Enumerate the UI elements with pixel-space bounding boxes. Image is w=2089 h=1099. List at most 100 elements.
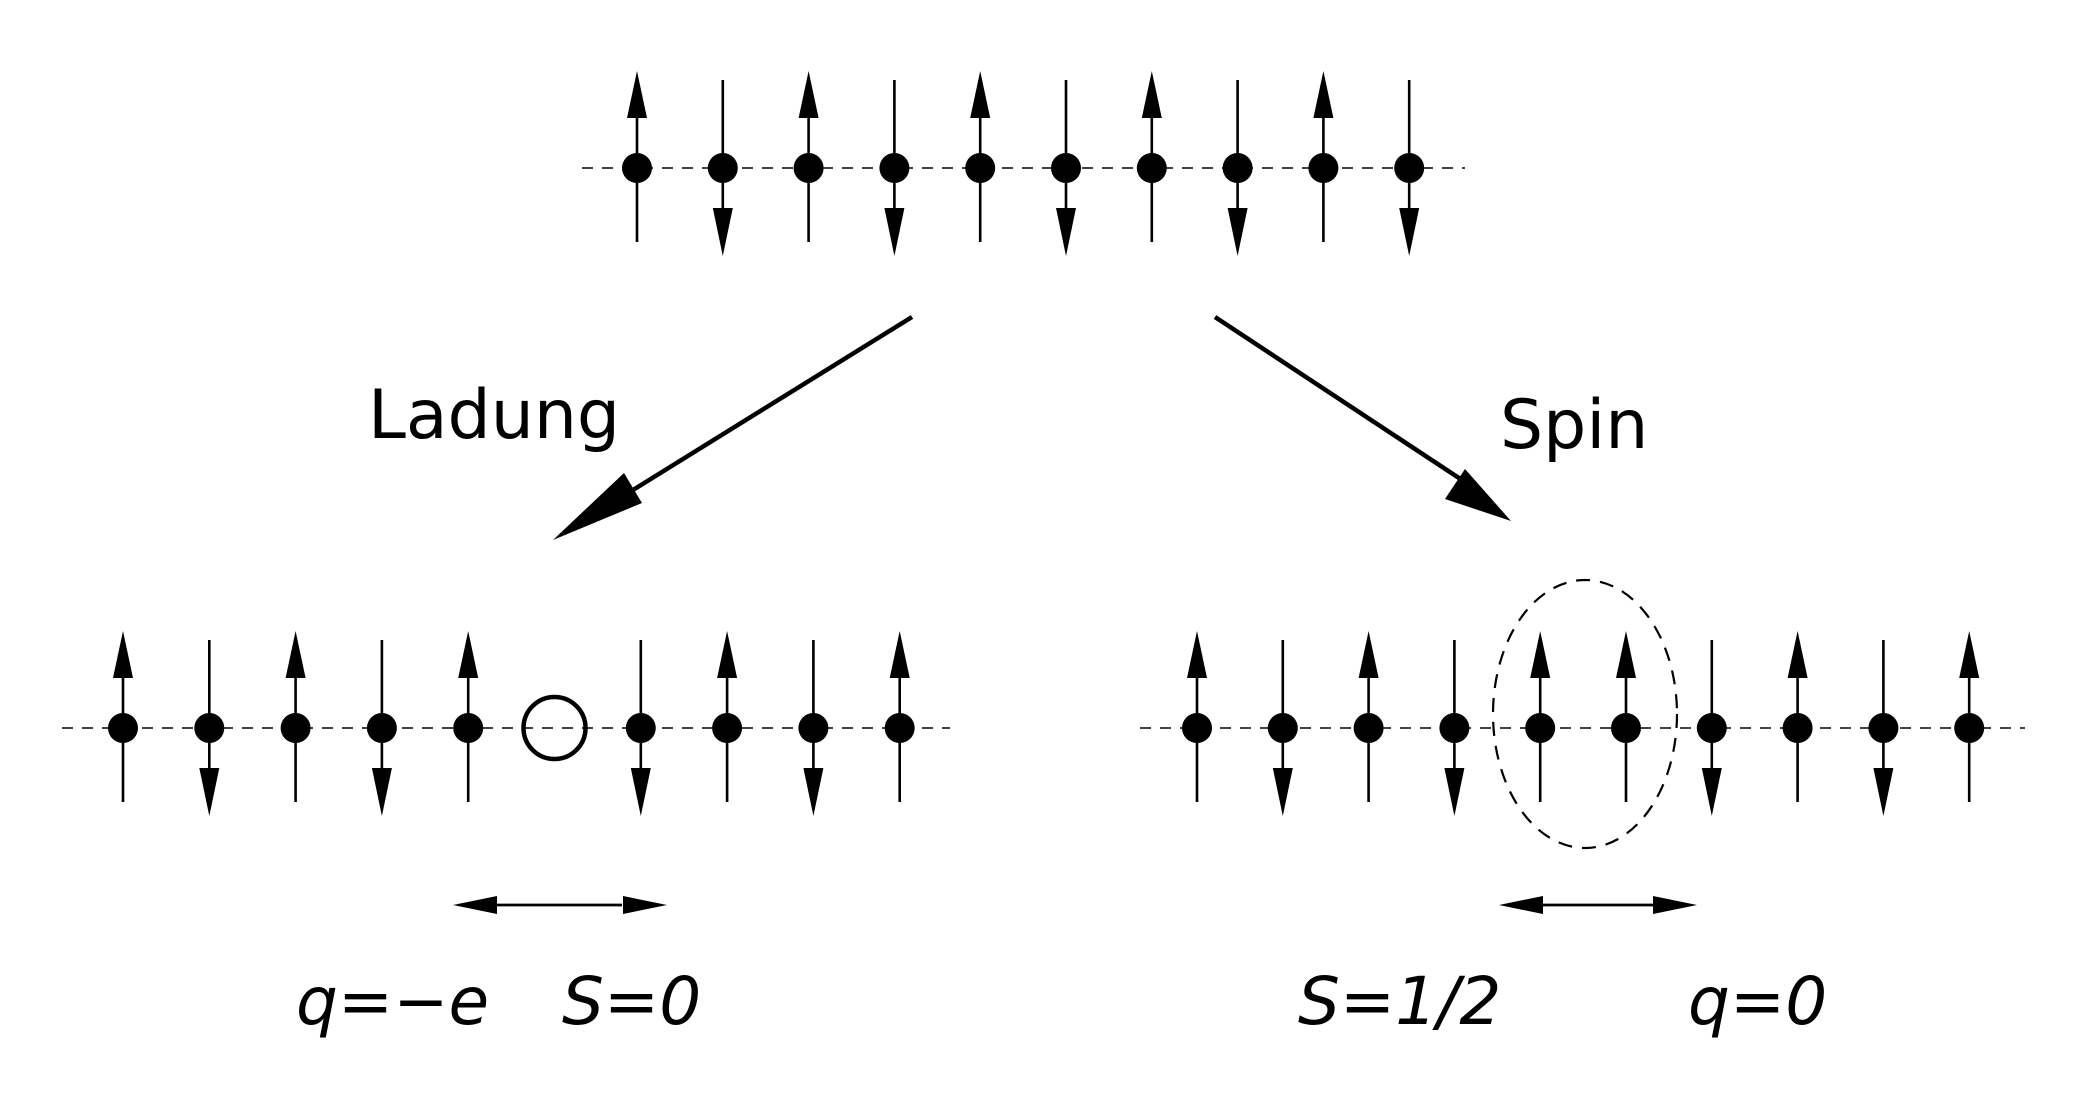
electron-site — [1267, 713, 1298, 743]
spin-up-arrowhead — [798, 71, 819, 118]
electron-site — [1308, 153, 1339, 183]
electron-site — [625, 713, 656, 743]
electron-site — [1439, 713, 1470, 743]
site-down — [1439, 640, 1470, 816]
spin-up-arrowhead — [627, 71, 647, 118]
spin-branch-label: Spin — [1500, 386, 1648, 465]
electron-site — [1696, 713, 1727, 743]
electron-site — [712, 713, 743, 743]
site-hole — [521, 694, 588, 762]
electron-site — [280, 713, 311, 743]
spin-up-arrowhead — [458, 631, 479, 678]
spin-down-arrowhead — [1056, 208, 1076, 256]
site-up — [280, 631, 311, 802]
spin-down-arrowhead — [371, 768, 392, 816]
spin-up-arrowhead — [113, 631, 133, 678]
site-up — [965, 71, 996, 242]
spin-down-arrowhead — [1873, 768, 1894, 816]
spin-down-arrowhead — [712, 208, 733, 256]
spin-down-arrowhead — [1399, 208, 1420, 256]
site-down — [194, 640, 225, 816]
electron-site — [1868, 713, 1899, 743]
electron-site — [798, 713, 829, 743]
site-down — [879, 80, 910, 256]
site-up — [1782, 631, 1813, 802]
site-up — [1525, 631, 1556, 802]
spin-up-arrowhead — [889, 631, 910, 678]
site-up — [1353, 631, 1384, 802]
electron-site — [108, 713, 138, 743]
site-up — [793, 71, 824, 242]
site-down — [1868, 640, 1899, 816]
holon-spin-label: S=0 — [562, 963, 701, 1040]
spin-up-arrowhead — [1141, 71, 1162, 118]
electron-site — [884, 713, 915, 743]
site-up — [1308, 71, 1339, 242]
charge-branch-label: Ladung — [368, 376, 620, 455]
site-up — [1954, 631, 1985, 802]
site-up — [1611, 631, 1641, 802]
site-up — [1136, 71, 1167, 242]
electron-site — [1954, 713, 1985, 743]
spin-down-arrowhead — [1272, 768, 1293, 816]
site-up — [453, 631, 484, 802]
site-down — [1222, 80, 1253, 256]
electron-site — [194, 713, 225, 743]
charge-branch-arrow — [553, 315, 914, 540]
spin-down-arrowhead — [803, 768, 824, 816]
site-up — [1182, 631, 1212, 802]
holon-chain — [62, 631, 950, 816]
spin-down-arrowhead — [1227, 208, 1248, 256]
electron-site — [622, 153, 652, 183]
spin-up-arrowhead — [1787, 631, 1808, 678]
electron-site — [1353, 713, 1384, 743]
electron-site — [1525, 713, 1556, 743]
electron-site — [1394, 153, 1425, 183]
spin-down-arrowhead — [1701, 768, 1722, 816]
antiferromagnetic-chain-top — [582, 71, 1465, 256]
site-down — [366, 640, 397, 816]
spinon-spin-label: S=1/2 — [1298, 963, 1501, 1040]
spin-down-arrowhead — [1444, 768, 1465, 816]
holon-motion-arrow — [453, 896, 667, 914]
electron-site — [366, 713, 397, 743]
electron-site — [965, 153, 996, 183]
site-up — [108, 631, 138, 802]
site-down — [798, 640, 829, 816]
electron-site — [879, 153, 910, 183]
electron-site — [707, 153, 738, 183]
spin-up-arrowhead — [1358, 631, 1379, 678]
spin-down-arrowhead — [630, 768, 651, 816]
spin-up-arrowhead — [1616, 631, 1636, 678]
site-up — [622, 71, 652, 242]
electron-site — [1782, 713, 1813, 743]
domain-wall-ellipse — [1491, 578, 1679, 850]
spin-up-arrowhead — [1313, 71, 1334, 118]
spinon-chain — [1140, 578, 2025, 850]
spin-branch-arrow — [1213, 315, 1511, 521]
electron-site — [1222, 153, 1253, 183]
hole-site — [521, 694, 588, 762]
electron-site — [1051, 153, 1081, 183]
site-down — [1394, 80, 1425, 256]
electron-site — [453, 713, 484, 743]
spin-up-arrowhead — [1187, 631, 1207, 678]
site-down — [1267, 640, 1298, 816]
spinon-charge-label: q=0 — [1688, 963, 1827, 1040]
spin-up-arrowhead — [970, 71, 991, 118]
electron-site — [1182, 713, 1212, 743]
site-down — [1051, 80, 1081, 256]
spin-up-arrowhead — [717, 631, 738, 678]
spin-up-arrowhead — [1959, 631, 1980, 678]
electron-site — [1611, 713, 1641, 743]
spin-up-arrowhead — [1530, 631, 1551, 678]
spinon-motion-arrow — [1499, 896, 1697, 914]
holon-charge-label: q=−e — [296, 963, 489, 1040]
electron-site — [793, 153, 824, 183]
site-down — [1696, 640, 1727, 816]
spin-down-arrowhead — [884, 208, 905, 256]
site-up — [712, 631, 743, 802]
spin-up-arrowhead — [285, 631, 306, 678]
site-up — [884, 631, 915, 802]
